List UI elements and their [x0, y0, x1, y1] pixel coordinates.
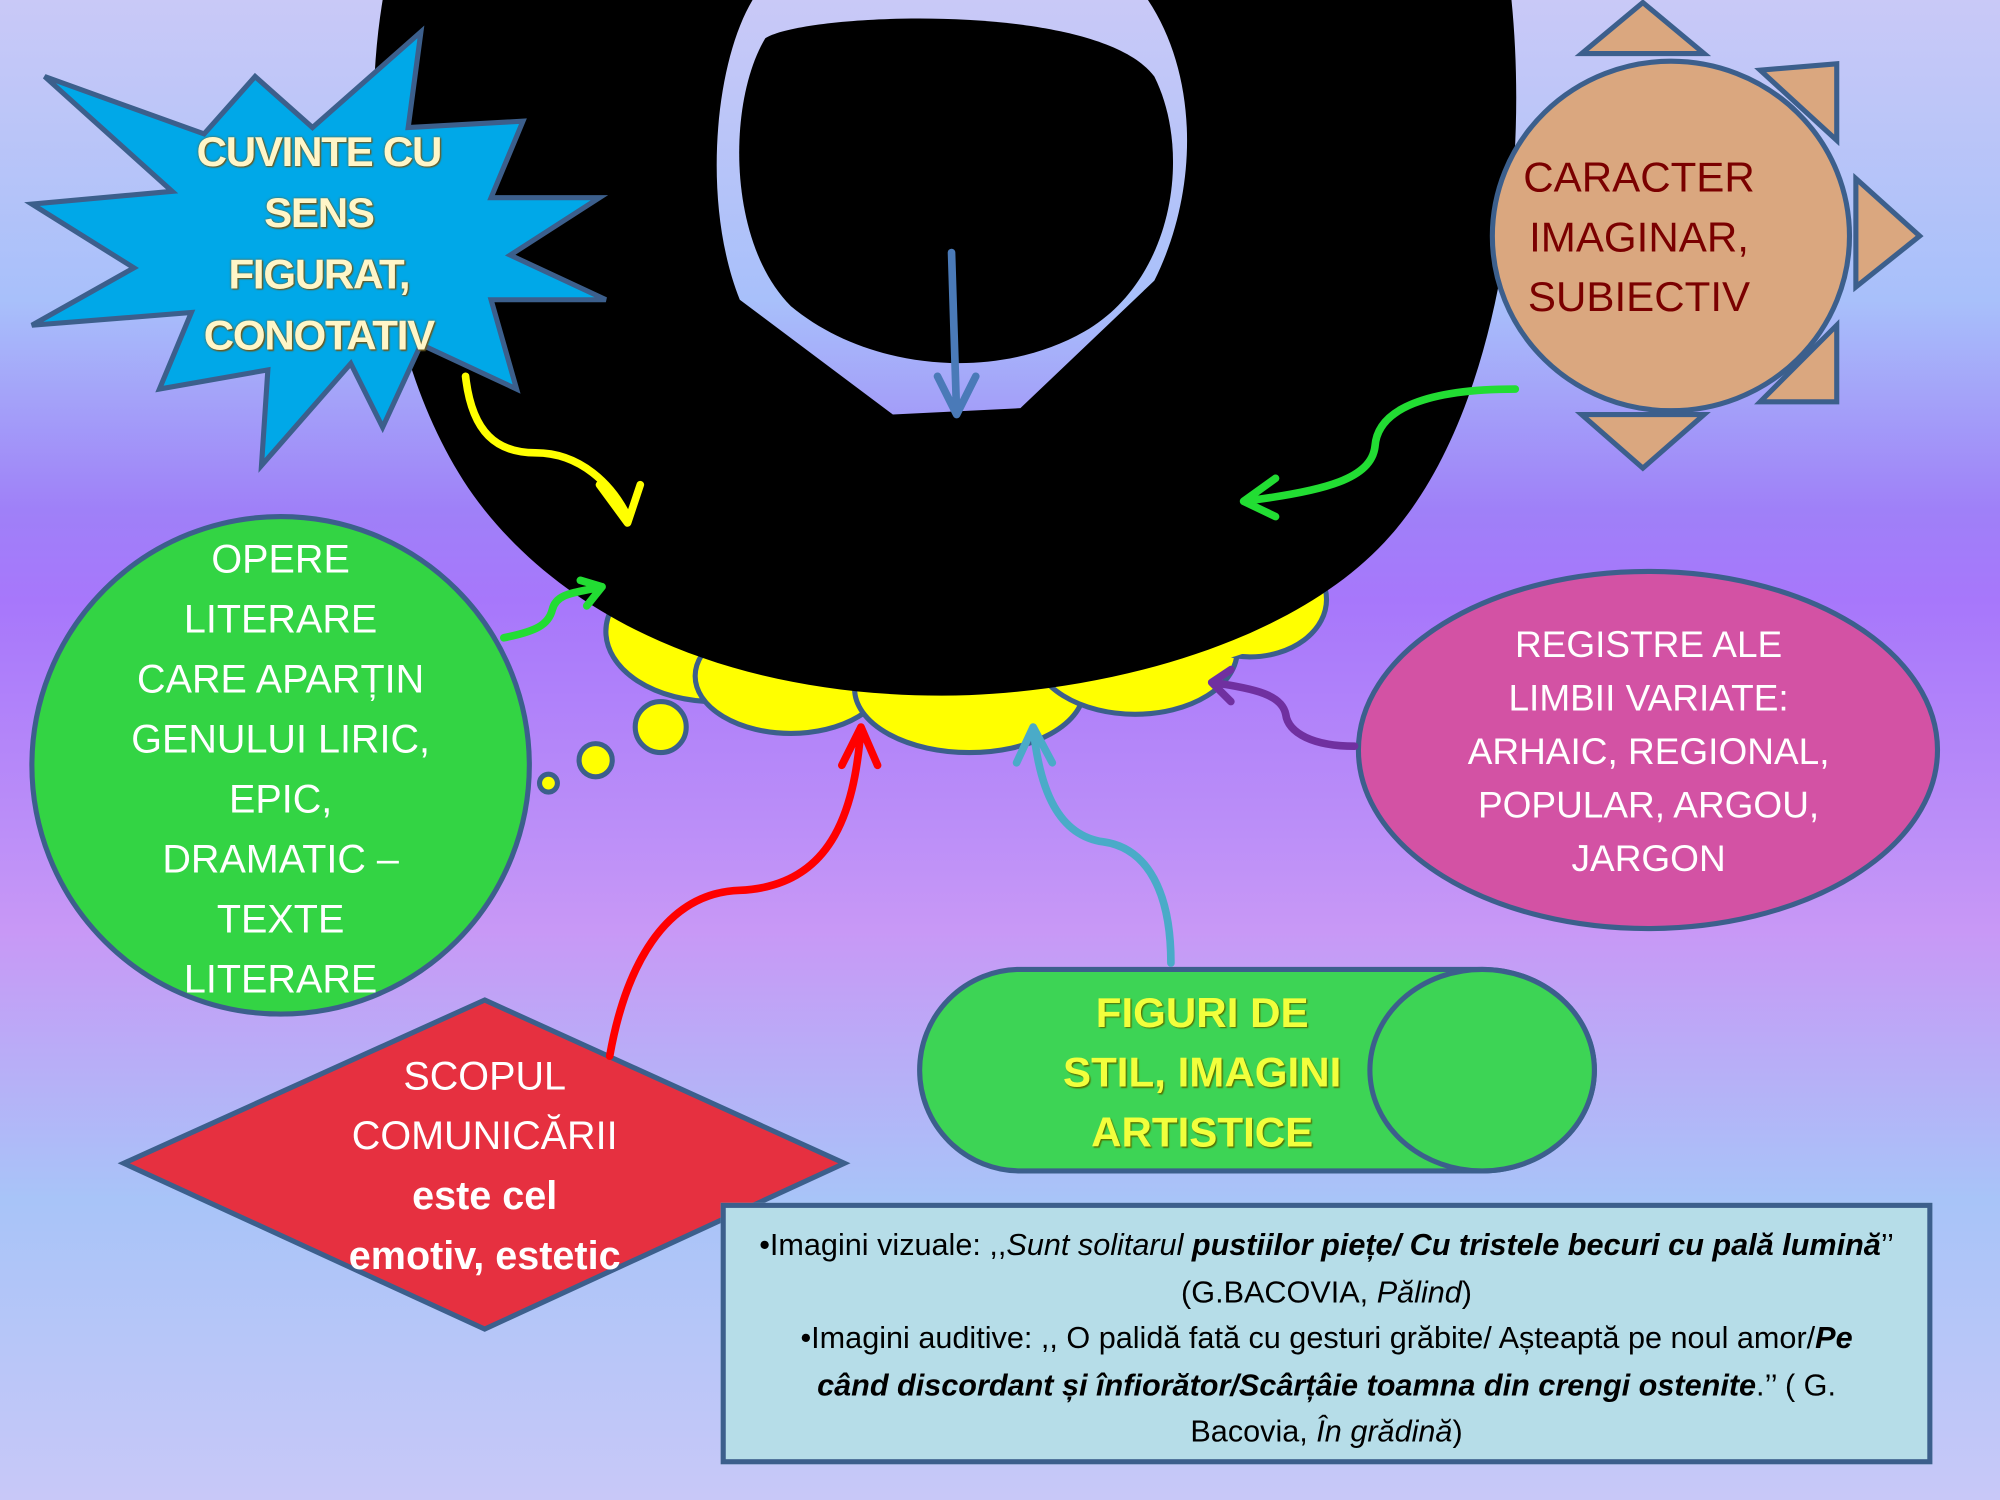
- citation-end: ): [1461, 1274, 1472, 1310]
- ellipse-text: REGISTRE ALE LIMBII VARIATE: ARHAIC, REG…: [1416, 619, 1882, 887]
- scribbled-black-shape: [373, 0, 1517, 696]
- green-arrow-right: [1239, 385, 1520, 521]
- text-line: COMUNICĂRII: [351, 1113, 618, 1159]
- text-line: CUVINTE CU: [196, 127, 443, 175]
- text-line: JARGON: [1571, 839, 1726, 881]
- text-line: POPULAR, ARGOU,: [1477, 785, 1820, 827]
- text-line: IMAGINAR,: [1529, 213, 1749, 261]
- teal-arrow: [1012, 723, 1175, 967]
- text-line: GENULUI LIRIC,: [131, 716, 431, 762]
- green-cylinder-shape: [917, 966, 1597, 1174]
- text-line: CARE APARȚIN: [137, 656, 425, 702]
- red-arrow: [605, 723, 882, 1060]
- red-diamond-shape: [117, 997, 851, 1332]
- poem-title: În grădină: [1316, 1414, 1453, 1449]
- yellow-arrow: [461, 372, 645, 527]
- quote-bold: Pe când discordant și înfiorător/Scârțâi…: [817, 1321, 1853, 1403]
- quote-italic: Sunt solitarul: [1006, 1228, 1192, 1263]
- text-line: ARTISTICE: [1091, 1108, 1314, 1156]
- sun-text: CARACTER IMAGINAR, SUBIECTIV: [1518, 147, 1760, 327]
- blue-arrow: [933, 248, 980, 419]
- starburst-text: CUVINTE CU SENS FIGURAT, CONOTATIV: [153, 121, 485, 366]
- text-line: SENS: [264, 188, 375, 236]
- pink-ellipse-shape: [1355, 568, 1941, 932]
- starburst-shape: [24, 25, 609, 473]
- pill-text: FIGURI DE STIL, IMAGINI ARTISTICE: [1020, 982, 1384, 1162]
- green-circle-shape: [29, 514, 532, 1017]
- text-line: este cel: [412, 1173, 558, 1219]
- label: •Imagini auditive: ,, O palidă fată cu g…: [800, 1321, 1816, 1356]
- text-line: LITERARE: [183, 956, 378, 1002]
- visual-images-example: •Imagini vizuale: ,,Sunt solitarul pusti…: [726, 1223, 1928, 1316]
- text-line: EPIC,: [228, 776, 333, 822]
- text-line: OPERE: [211, 536, 350, 582]
- citation-end: ): [1452, 1414, 1463, 1449]
- circle-text: OPERE LITERARE CARE APARȚIN GENULUI LIRI…: [77, 529, 485, 1009]
- quote-bold: pustiilor piețe/ Cu tristele becuri cu p…: [1191, 1228, 1881, 1263]
- text-line: LIMBII VARIATE:: [1508, 678, 1789, 720]
- text-line: TEXTE: [216, 896, 345, 942]
- green-arrow-left: [499, 576, 606, 642]
- auditory-images-example: •Imagini auditive: ,, O palidă fată cu g…: [726, 1316, 1928, 1456]
- text-line: REGISTRE ALE: [1514, 624, 1783, 666]
- text-line: SCOPUL: [403, 1053, 566, 1099]
- citation: ’’ (G.BACOVIA,: [1181, 1228, 1894, 1310]
- poem-title: Pălind: [1376, 1274, 1462, 1310]
- text-line: CARACTER: [1523, 153, 1755, 201]
- label: •Imagini vizuale: ,,: [759, 1228, 1007, 1263]
- text-line: ARHAIC, REGIONAL,: [1467, 732, 1830, 773]
- text-line: STIL, IMAGINI: [1063, 1048, 1342, 1096]
- text-line: CONOTATIV: [203, 311, 435, 359]
- text-line: emotiv, estetic: [348, 1233, 621, 1279]
- connector-arrows: [461, 248, 1520, 1060]
- sun-shape: [1489, 0, 1924, 472]
- text-line: DRAMATIC –: [162, 836, 399, 882]
- text-line: LITERARE: [183, 596, 378, 642]
- text-line: FIGURI DE: [1095, 988, 1309, 1036]
- purple-arrow: [1207, 665, 1359, 750]
- diamond-text: SCOPUL COMUNICĂRII este cel emotiv, este…: [281, 1046, 689, 1286]
- citation: .’’ ( G. Bacovia,: [1190, 1367, 1836, 1449]
- text-line: SUBIECTIV: [1527, 272, 1751, 321]
- examples-box: •Imagini vizuale: ,,Sunt solitarul pusti…: [720, 1202, 1933, 1465]
- text-line: FIGURAT,: [228, 249, 410, 298]
